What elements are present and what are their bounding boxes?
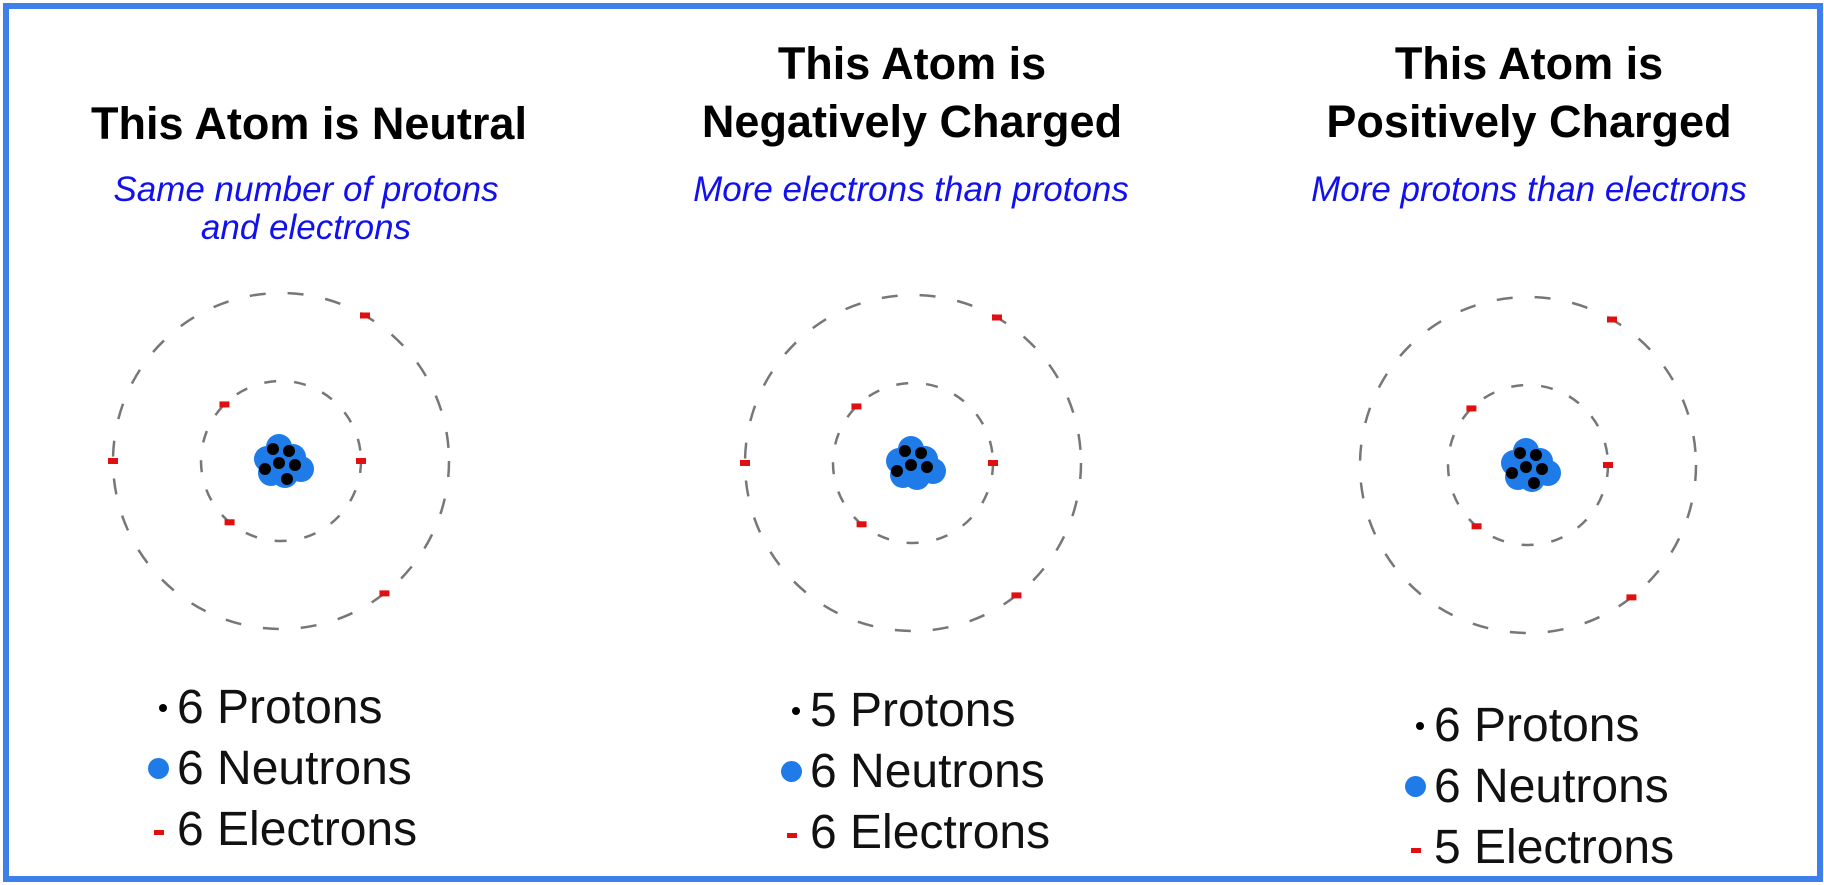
electron-particle <box>856 521 867 528</box>
diagram-frame: This Atom is Neutral Same number of prot… <box>3 3 1823 882</box>
electron-particle <box>219 401 230 408</box>
proton-particle <box>273 457 285 469</box>
legend-label: 6 Neutrons <box>810 745 1045 798</box>
panel-subtitle: Same number of protons and electrons <box>6 171 606 247</box>
panel-subtitle: More protons than electrons <box>1229 171 1824 209</box>
proton-particle <box>289 459 301 471</box>
legend-label: 6 Neutrons <box>177 742 412 795</box>
proton-particle <box>1530 449 1542 461</box>
legend-label: 6 Electrons <box>810 806 1051 859</box>
title-line: This Atom is <box>1394 38 1664 89</box>
panel-negative-atom: This Atom is Negatively Charged More ele… <box>609 9 1209 876</box>
title-line: This Atom is <box>777 38 1047 89</box>
legend-label: 5 Protons <box>810 684 1016 737</box>
electron-particle <box>108 458 118 464</box>
proton-particle <box>1520 461 1532 473</box>
proton-marker-icon <box>159 704 167 712</box>
legend-label: 6 Protons <box>177 681 383 734</box>
proton-marker-icon <box>792 707 800 715</box>
legend-label: 6 Neutrons <box>1434 760 1669 813</box>
electron-particle <box>1603 462 1613 468</box>
neutron-marker-icon <box>148 758 169 779</box>
proton-particle <box>1506 467 1518 479</box>
electron-particle <box>851 403 862 410</box>
outer-orbit-ring <box>743 293 1083 633</box>
atom-diagram <box>1358 295 1698 635</box>
electron-particle <box>379 590 390 597</box>
subtitle-line: More electrons than protons <box>693 170 1129 209</box>
neutron-marker-icon <box>781 761 802 782</box>
electron-particle <box>1011 592 1022 599</box>
legend-label: 6 Electrons <box>177 803 418 856</box>
legend-label: 5 Electrons <box>1434 821 1675 874</box>
electron-marker-icon <box>1411 848 1421 853</box>
proton-particle <box>281 473 293 485</box>
title-line: Negatively Charged <box>701 96 1123 147</box>
title-line: Positively Charged <box>1326 96 1732 147</box>
proton-particle <box>283 445 295 457</box>
proton-particle <box>1514 447 1526 459</box>
subtitle-line: and electrons <box>200 208 412 247</box>
legend-label: 6 Protons <box>1434 699 1640 752</box>
proton-particle <box>905 459 917 471</box>
outer-orbit-ring <box>1358 295 1698 635</box>
subtitle-line: More protons than electrons <box>1311 170 1747 209</box>
electron-particle <box>1466 405 1477 412</box>
electron-particle <box>1471 523 1482 530</box>
electron-particle <box>1626 594 1637 601</box>
subtitle-line: Same number of protons <box>113 170 499 209</box>
outer-orbit-ring <box>111 291 451 631</box>
proton-particle <box>259 463 271 475</box>
panel-title: This Atom is Neutral <box>9 95 609 153</box>
proton-particle <box>899 445 911 457</box>
proton-particle <box>891 465 903 477</box>
proton-particle <box>1536 463 1548 475</box>
panel-title: This Atom is Positively Charged <box>1229 35 1824 151</box>
panel-positive-atom: This Atom is Positively Charged More pro… <box>1229 9 1824 876</box>
panel-subtitle: More electrons than protons <box>611 171 1211 209</box>
title-line: This Atom is Neutral <box>91 98 527 149</box>
electron-particle <box>988 460 998 466</box>
atom-diagram <box>108 291 451 631</box>
proton-marker-icon <box>1416 722 1424 730</box>
neutron-marker-icon <box>1405 776 1426 797</box>
electron-particle <box>1607 316 1617 323</box>
panel-title: This Atom is Negatively Charged <box>612 35 1212 151</box>
proton-particle <box>267 443 279 455</box>
electron-particle <box>740 460 750 466</box>
proton-particle <box>921 461 933 473</box>
electron-particle <box>992 314 1002 321</box>
electron-marker-icon <box>154 830 164 835</box>
electron-particle <box>356 458 366 464</box>
proton-particle <box>915 447 927 459</box>
proton-particle <box>1528 477 1540 489</box>
electron-particle <box>224 519 235 526</box>
panel-neutral-atom: This Atom is Neutral Same number of prot… <box>9 9 609 876</box>
atom-diagram <box>740 293 1083 633</box>
electron-marker-icon <box>787 833 797 838</box>
electron-particle <box>360 312 370 319</box>
